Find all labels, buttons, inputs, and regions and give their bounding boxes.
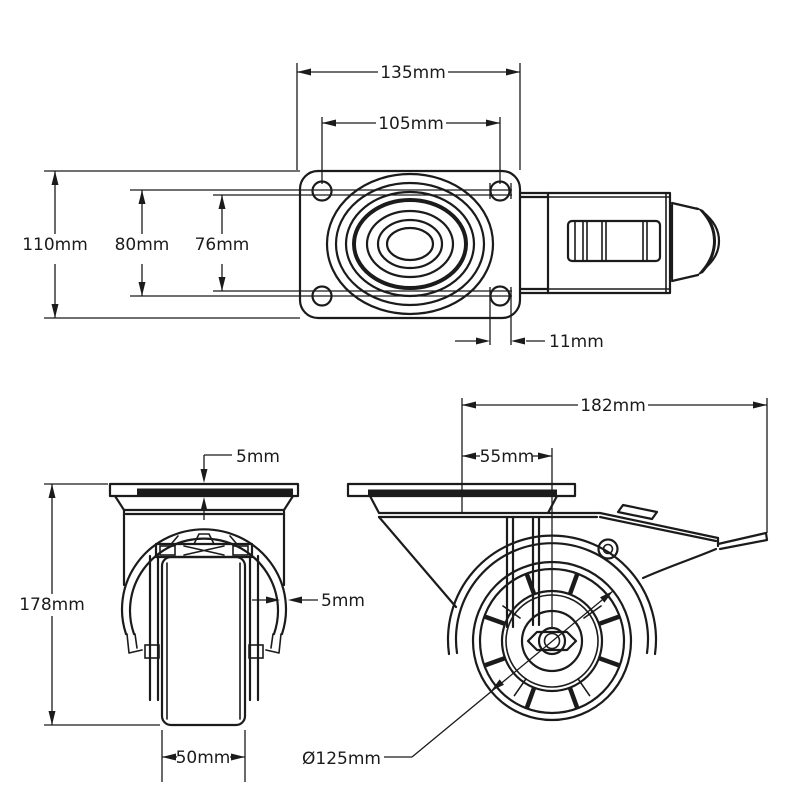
dim-label-wheel-width: 50mm (176, 748, 231, 768)
fork-side (377, 515, 619, 629)
dim-5mm-plate: 5mm (200, 447, 280, 520)
dim-11mm: 11mm (455, 183, 604, 352)
dim-label-total-length: 182mm (580, 396, 646, 416)
dim-80mm: 80mm (115, 189, 512, 297)
dim-label-bolt-spacing-x: 105mm (378, 114, 444, 134)
brake-pedal-side (598, 503, 769, 580)
dim-76mm: 76mm (195, 194, 512, 292)
dim-label-total-height: 178mm (19, 595, 85, 615)
wheel-guard-front (120, 528, 288, 654)
dim-label-bolt-hole-dia: 11mm (549, 332, 604, 352)
mounting-plate-front (108, 482, 300, 498)
bolt-hole (311, 180, 333, 202)
dim-50mm: 50mm (161, 730, 246, 782)
dim-label-plate-height: 110mm (22, 235, 88, 255)
fork-bolt-hole (597, 538, 619, 560)
fork-legs-front (144, 554, 264, 702)
dim-105mm: 105mm (321, 114, 501, 184)
tread-band (566, 219, 662, 263)
swivel-head-side (368, 494, 602, 519)
dim-wheel-diameter: Ø125mm (302, 590, 614, 769)
dim-135mm: 135mm (296, 63, 521, 170)
dim-label-wheel-diameter: Ø125mm (302, 749, 381, 769)
brake-pedal-top-view (670, 201, 721, 283)
front-view: 5mm 5mm 178mm 50mm (19, 447, 365, 782)
dim-label-bolt-spacing-y: 80mm (115, 235, 170, 255)
top-view: 135mm 105mm 110mm 80mm 76mm (22, 63, 721, 352)
dim-label-swivel-offset: 55mm (480, 447, 535, 467)
dim-label-plate-thickness: 5mm (236, 447, 280, 467)
wheel-top-view (518, 191, 672, 295)
dim-178mm: 178mm (19, 483, 160, 726)
wheel-spokes (484, 573, 620, 709)
dim-label-guard-thickness: 5mm (321, 591, 365, 611)
dim-5mm-guard: 5mm (252, 591, 365, 611)
swivel-bearing-rings (325, 172, 495, 316)
dim-label-plate-width: 135mm (380, 63, 446, 83)
dim-55mm: 55mm (462, 447, 553, 628)
mounting-plate-top (298, 169, 522, 320)
side-view: 182mm 55mm Ø125mm (302, 396, 769, 769)
dim-label-inner-spacing: 76mm (195, 235, 250, 255)
dim-110mm: 110mm (22, 170, 300, 319)
wheel-front-view (160, 555, 247, 727)
bolt-hole (489, 180, 511, 202)
